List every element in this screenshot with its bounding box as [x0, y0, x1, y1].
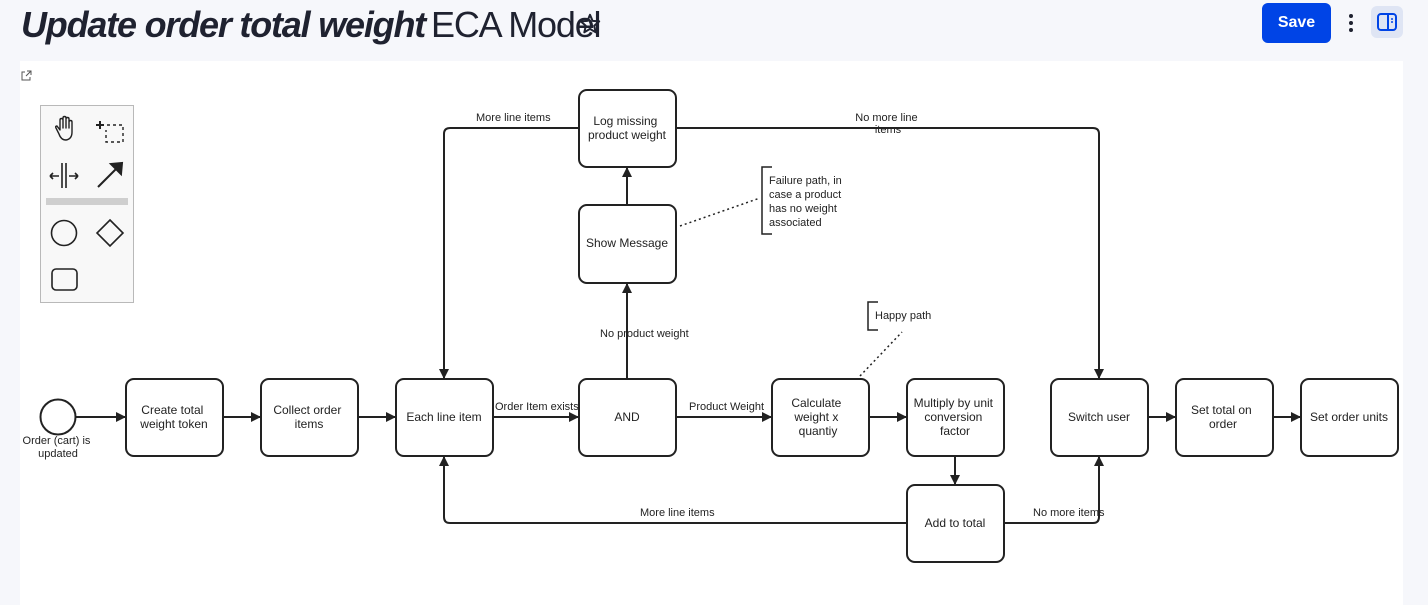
- text-annotation-failure-bracket[interactable]: [761, 166, 772, 235]
- task-label: AND: [614, 410, 640, 424]
- start-event-tool-icon[interactable]: [47, 216, 81, 250]
- global-connect-tool-icon[interactable]: [93, 158, 127, 192]
- task-each-line-item[interactable]: [395, 378, 494, 457]
- edge-label-no-product-weight: No product weight: [600, 328, 689, 340]
- tool-palette: [40, 105, 134, 303]
- edge-label-no-more-line-items-top: No more line items: [855, 112, 920, 136]
- task-and[interactable]: [578, 378, 677, 457]
- palette-separator: [46, 198, 128, 205]
- flow-no-more-items[interactable]: [1003, 456, 1104, 524]
- task-label: Create total weight token: [139, 403, 207, 431]
- task-set-total-on-order[interactable]: [1175, 378, 1274, 457]
- task-multiply-by-unit-conversion[interactable]: [906, 378, 1005, 457]
- annotation-failure-path: Failure path, in case a product has no w…: [769, 175, 845, 229]
- edge-label-more-line-items-top: More line items: [476, 112, 551, 124]
- task-label: Each line item: [406, 410, 481, 424]
- gateway-tool-icon[interactable]: [93, 216, 127, 250]
- lasso-tool-icon[interactable]: [93, 112, 127, 146]
- start-event-label: Order (cart) is updated: [23, 435, 94, 460]
- task-show-message[interactable]: [578, 204, 677, 284]
- flow-more-line-items-top[interactable]: [439, 127, 579, 379]
- save-button[interactable]: Save: [1262, 3, 1331, 43]
- task-label: Add to total: [925, 516, 986, 530]
- flow-more-line-items-bottom[interactable]: [439, 456, 907, 524]
- task-tool-icon[interactable]: [47, 262, 81, 296]
- edge-label-no-more-items: No more items: [1033, 507, 1105, 519]
- task-log-missing-product-weight[interactable]: [578, 89, 677, 168]
- task-collect-order-items[interactable]: [260, 378, 359, 457]
- association-happy-path[interactable]: [859, 331, 903, 377]
- task-label: Set order units: [1310, 410, 1388, 424]
- task-add-to-total[interactable]: [906, 484, 1005, 563]
- task-label: Log missing product weight: [588, 114, 667, 142]
- task-label: Set total on order: [1191, 403, 1255, 431]
- task-label: Switch user: [1068, 410, 1130, 424]
- task-calculate-weight[interactable]: [771, 378, 870, 457]
- flow-no-more-line-items-top[interactable]: [676, 127, 1104, 379]
- edge-label-more-line-items-bottom: More line items: [640, 507, 715, 519]
- star-icon[interactable]: [578, 12, 602, 36]
- diagram-canvas[interactable]: [20, 61, 1403, 605]
- start-event[interactable]: [39, 398, 77, 436]
- task-label: Show Message: [586, 236, 668, 250]
- open-external-icon[interactable]: [21, 68, 32, 81]
- edge-label-product-weight: Product Weight: [689, 401, 764, 413]
- model-label: Update order total weight: [21, 4, 426, 45]
- task-label: Multiply by unit conversion factor: [914, 396, 997, 438]
- space-tool-icon[interactable]: [47, 158, 81, 192]
- more-options-icon[interactable]: [1338, 10, 1364, 36]
- association-failure-path[interactable]: [679, 197, 761, 227]
- annotation-happy-path: Happy path: [875, 310, 931, 322]
- task-create-total-weight-token[interactable]: [125, 378, 224, 457]
- side-panel-toggle-icon[interactable]: [1371, 6, 1403, 38]
- task-label: Calculate weight x quantiy: [791, 396, 844, 438]
- hand-tool-icon[interactable]: [47, 112, 81, 146]
- text-annotation-happy-bracket[interactable]: [867, 301, 878, 331]
- edge-label-order-item-exists: Order Item exists: [495, 401, 579, 413]
- task-label: Collect order items: [273, 403, 344, 431]
- task-switch-user[interactable]: [1050, 378, 1149, 457]
- model-type: ECA Model: [431, 4, 601, 45]
- task-set-order-units[interactable]: [1300, 378, 1399, 457]
